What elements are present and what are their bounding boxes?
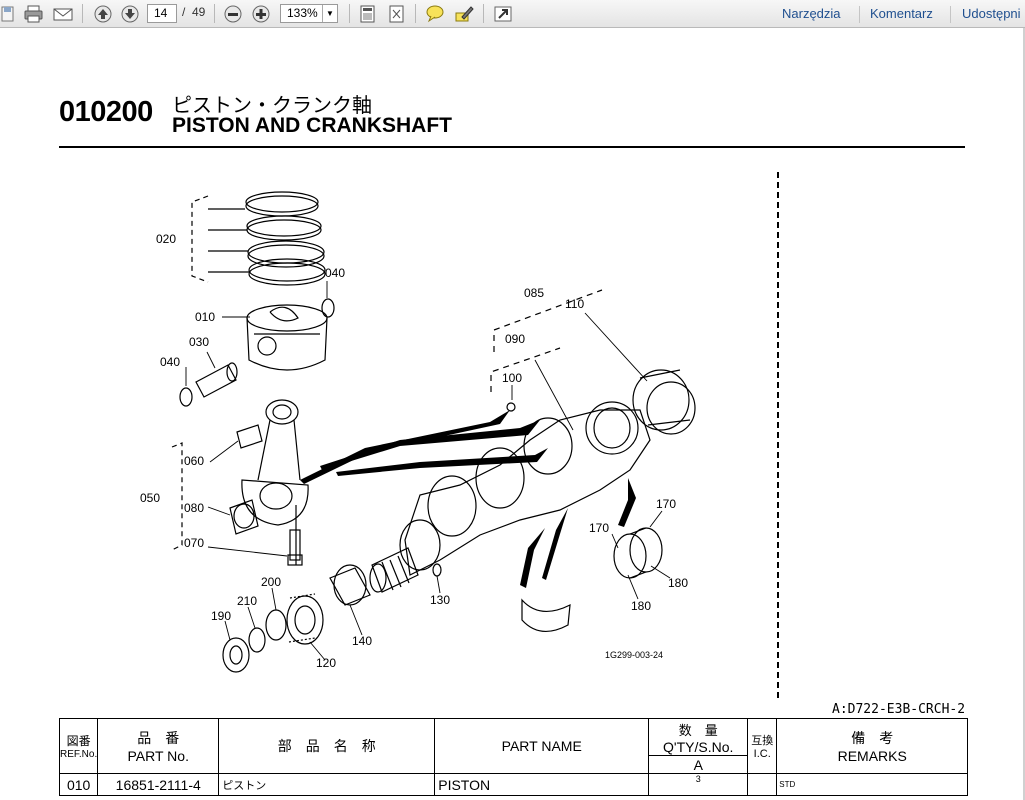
callout-label: 120 — [316, 656, 336, 670]
next-page-icon[interactable] — [118, 3, 140, 23]
callout-label: 050 — [140, 491, 160, 505]
fit-width-icon[interactable] — [356, 3, 378, 23]
callout-label: 110 — [565, 297, 584, 311]
title-divider — [59, 146, 965, 148]
callout-label: 210 — [237, 594, 257, 608]
crankshaft — [369, 401, 651, 593]
callout-label: 140 — [352, 634, 372, 648]
zoom-out-icon[interactable] — [221, 3, 243, 23]
share-link[interactable]: Udostępni — [962, 6, 1021, 21]
title-japanese: ピストン・クランク軸 — [172, 93, 372, 117]
section-number: 010200 — [59, 96, 153, 128]
callout-label: 170 — [656, 497, 676, 511]
callout-label: 030 — [189, 335, 209, 349]
callout-label: 070 — [184, 536, 204, 550]
piston — [246, 304, 328, 371]
expand-icon[interactable] — [491, 3, 513, 23]
document-page — [0, 28, 1025, 800]
page-edge — [1023, 28, 1025, 800]
table-header-row: 図番 REF.No. 品 番 PART No. 部 品 名 称 PART NAM… — [58, 718, 969, 774]
callout-label: 040 — [160, 355, 180, 369]
callout-label: 180 — [668, 576, 688, 590]
callout-label: 190 — [211, 609, 231, 623]
page-number-input[interactable]: 14 — [147, 4, 177, 23]
figure-id: 1G299-003-24 — [605, 650, 663, 660]
header-remarks: 備 考 REMARKS — [776, 718, 969, 774]
model-code: A:D722-E3B-CRCH-2 — [832, 702, 966, 717]
callout-label: 090 — [505, 332, 525, 346]
cell-part-no: 16851-2111-4 — [97, 773, 220, 796]
fit-page-icon[interactable] — [385, 3, 407, 23]
title-english: PISTON AND CRANKSHAFT — [172, 114, 453, 137]
comment-link[interactable]: Komentarz — [870, 6, 933, 21]
connecting-rod — [241, 399, 309, 565]
chevron-down-icon[interactable]: ▼ — [322, 5, 337, 22]
callout-label: 170 — [589, 521, 609, 535]
email-icon[interactable] — [51, 3, 73, 23]
cell-remarks: STD — [776, 773, 969, 796]
zoom-value: 133% — [287, 6, 318, 20]
main-bearing — [613, 527, 663, 579]
tools-link[interactable]: Narzędzia — [782, 6, 841, 21]
cell-name-jp: ピストン — [218, 773, 436, 796]
cell-qty: 3 — [648, 773, 749, 796]
table-row[interactable]: 010 16851-2111-4 ピストン PISTON 3 STD — [58, 773, 969, 796]
header-ic: 互換 I.C. — [747, 718, 778, 774]
comment-icon[interactable] — [423, 3, 445, 23]
cell-part-name: PISTON — [434, 773, 650, 796]
highlight-icon[interactable] — [452, 3, 474, 23]
callout-label: 130 — [430, 593, 450, 607]
page-total: 49 — [192, 5, 206, 19]
header-ref: 図番 REF.No. — [58, 718, 99, 774]
cell-ic — [747, 773, 778, 796]
page-separator: / — [182, 5, 186, 19]
callout-label: 085 — [524, 286, 544, 300]
callout-label: 010 — [195, 310, 215, 324]
callout-label: 060 — [184, 454, 204, 468]
zoom-select[interactable]: 133% ▼ — [280, 4, 338, 23]
header-qty-sub: A — [648, 755, 749, 774]
callout-label: 200 — [261, 575, 281, 589]
callout-label: 020 — [156, 232, 176, 246]
prev-page-icon[interactable] — [91, 3, 113, 23]
cell-ref: 010 — [58, 773, 99, 796]
crank-gear — [286, 593, 324, 645]
header-part-name: PART NAME — [434, 718, 650, 774]
callout-label: 180 — [631, 599, 651, 613]
parts-table: 図番 REF.No. 品 番 PART No. 部 品 名 称 PART NAM… — [58, 718, 969, 796]
callout-label: 100 — [502, 371, 522, 385]
pdf-toolbar: 14 / 49 133% ▼ Narzędzia Komentarz Udost… — [0, 0, 1025, 28]
piston-pin — [195, 362, 238, 398]
zoom-in-icon[interactable] — [249, 3, 271, 23]
header-part-no: 品 番 PART No. — [97, 718, 220, 774]
callout-label: 080 — [184, 501, 204, 515]
save-icon[interactable] — [0, 3, 14, 23]
piston-rings — [245, 191, 326, 286]
thrust-bearing — [632, 369, 696, 435]
print-icon[interactable] — [22, 3, 44, 23]
header-qty: 数 量 Q'TY/S.No. — [648, 718, 749, 756]
header-name-jp: 部 品 名 称 — [218, 718, 436, 774]
callout-label: 040 — [325, 266, 345, 280]
